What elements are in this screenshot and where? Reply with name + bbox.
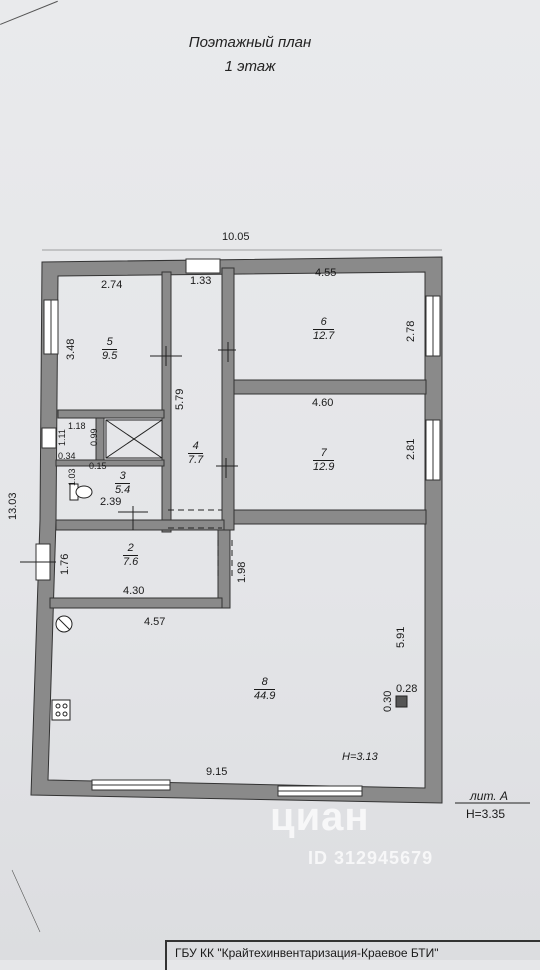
r6-height: 2.78 — [405, 320, 417, 342]
room-7: 7 12.9 — [313, 447, 335, 473]
room-8-area: 44.9 — [254, 689, 276, 702]
r3-dim-a: 1.18 — [68, 421, 86, 431]
room-3-number: 3 — [115, 470, 131, 484]
r5-height: 3.48 — [65, 338, 77, 360]
room-3-area: 5.4 — [115, 483, 131, 496]
room-4: 4 7.7 — [188, 440, 204, 466]
r2-height: 1.76 — [59, 553, 71, 575]
room-4-number: 4 — [188, 440, 204, 454]
r3-dim-c: 1.11 — [57, 429, 67, 446]
lit-label: лит. А — [470, 789, 508, 803]
r3-dim-f: 1.03 — [67, 468, 77, 486]
footer-org: ГБУ КК "Крайтехинвентаризация-Краевое БТ… — [165, 940, 540, 970]
total-height-label: 13.03 — [7, 492, 19, 520]
room-3: 3 5.4 — [115, 470, 131, 496]
ceiling-height: H=3.13 — [342, 751, 378, 763]
room-5-number: 5 — [102, 336, 118, 350]
room-6-area: 12.7 — [313, 329, 335, 342]
stove-icon — [51, 699, 71, 721]
column-icon — [395, 695, 408, 708]
r3-dim-b: 0.99 — [89, 428, 99, 446]
r3-dim-d: 0.34 — [58, 451, 76, 461]
room-5: 5 9.5 — [102, 336, 118, 362]
r8-height: 5.91 — [395, 626, 407, 648]
r5-width: 2.74 — [101, 279, 123, 291]
total-width-label: 10.05 — [222, 231, 250, 243]
r8-width: 9.15 — [206, 766, 228, 778]
watermark-brand: циан — [270, 795, 370, 839]
room-8: 8 44.9 — [254, 676, 276, 702]
room-6: 6 12.7 — [313, 316, 335, 342]
boiler-icon — [55, 615, 73, 633]
room-2-area: 7.6 — [123, 555, 139, 568]
toilet-icon — [69, 483, 93, 501]
room-2: 2 7.6 — [123, 542, 139, 568]
column-height: 0.30 — [382, 690, 394, 712]
room-5-area: 9.5 — [102, 349, 118, 362]
r2-right: 1.98 — [236, 561, 248, 583]
r3-dim-e: 0.15 — [89, 461, 107, 471]
floor-label: 1 этаж — [224, 58, 276, 75]
r8-top: 4.57 — [144, 616, 166, 628]
room-7-number: 7 — [313, 447, 335, 461]
corr-width: 1.33 — [190, 275, 212, 287]
r3-width: 2.39 — [100, 496, 122, 508]
lit-height: H=3.35 — [466, 807, 506, 821]
r7-height: 2.81 — [405, 438, 417, 460]
r7-width: 4.60 — [312, 397, 334, 409]
column-width: 0.28 — [396, 683, 418, 695]
r6-width: 4.55 — [315, 267, 337, 279]
watermark-id: ID 312945679 — [308, 848, 434, 868]
room-7-area: 12.9 — [313, 460, 335, 473]
room-8-number: 8 — [254, 676, 276, 690]
r2-width: 4.30 — [123, 585, 145, 597]
corr-height: 5.79 — [174, 388, 186, 410]
room-6-number: 6 — [313, 316, 335, 330]
room-4-area: 7.7 — [188, 453, 204, 466]
room-2-number: 2 — [123, 542, 139, 556]
plan-title: Поэтажный план — [188, 34, 312, 51]
